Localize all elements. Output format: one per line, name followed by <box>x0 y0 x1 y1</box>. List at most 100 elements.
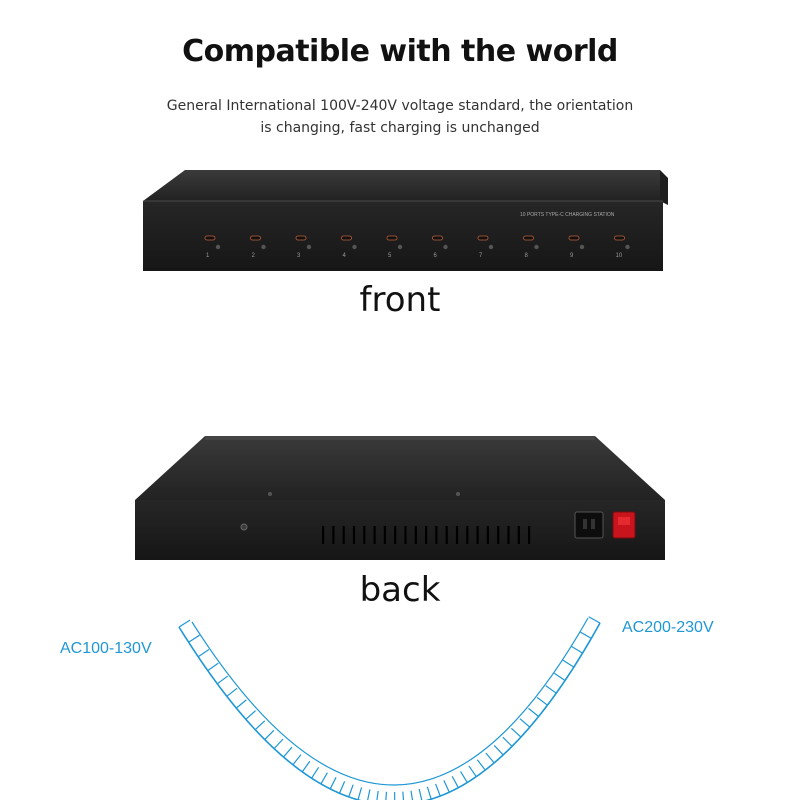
vent-slot <box>466 526 469 544</box>
port-number: 5 <box>388 253 392 259</box>
vent-slot <box>383 526 386 544</box>
vent-slot <box>435 526 438 544</box>
vent-slot <box>517 526 520 544</box>
arc-tick <box>348 784 354 798</box>
subtitle-line-1: General International 100V-240V voltage … <box>166 98 634 114</box>
vent-slot <box>507 526 510 544</box>
usb-c-port: 8 <box>523 235 539 259</box>
vent-slot <box>528 526 531 544</box>
vent-slot <box>455 526 459 544</box>
port-number: 9 <box>570 253 574 259</box>
arc-tick <box>197 649 210 658</box>
vent-slot <box>425 526 428 544</box>
ac-power-inlet <box>574 511 604 539</box>
vent-slot <box>497 526 500 544</box>
arc-tick <box>510 727 522 738</box>
usb-c-port: 5 <box>386 235 403 259</box>
front-caption: front <box>359 280 441 320</box>
front-panel-label: 10 PORTS TYPE-C CHARGING STATION <box>520 212 615 218</box>
arc-tick <box>264 729 275 740</box>
page-title: Compatible with the world <box>182 34 618 69</box>
arc-tick <box>460 771 468 783</box>
port-number: 8 <box>525 253 529 259</box>
arc-tick <box>579 631 592 639</box>
port-number: 3 <box>297 253 301 259</box>
arc-tick <box>367 789 371 800</box>
back-device <box>135 436 665 560</box>
arc-tick <box>493 745 504 756</box>
port-number: 4 <box>343 253 347 259</box>
arc-tick <box>178 619 191 628</box>
arc-tick <box>329 777 337 790</box>
arc-tick <box>207 662 219 672</box>
usb-c-port: 1 <box>204 235 221 259</box>
port-number: 2 <box>252 253 256 259</box>
back-caption: back <box>359 570 441 610</box>
usb-c-port: 3 <box>295 235 312 259</box>
arc-tick <box>528 707 540 717</box>
arc-tick <box>385 791 388 800</box>
arc-tick <box>485 752 495 764</box>
arc-tick <box>292 754 302 766</box>
vent-slot <box>363 526 366 544</box>
vent-slot <box>352 526 356 544</box>
vent-slot <box>342 526 345 544</box>
arc-tick <box>235 699 247 709</box>
arc-tick <box>443 780 450 793</box>
vent-slot <box>476 526 479 544</box>
usb-c-port: 10 <box>614 235 630 259</box>
arc-tick <box>426 786 432 800</box>
arc-tick <box>402 791 405 800</box>
ground-screw <box>240 523 248 531</box>
arc-tick <box>553 672 566 682</box>
vent-slot <box>486 526 489 544</box>
arc-tick <box>502 736 513 747</box>
vent-slot <box>414 526 417 544</box>
arc-tick <box>588 616 601 624</box>
arc-tick <box>545 685 557 694</box>
arc-tick <box>562 659 575 668</box>
port-number: 7 <box>479 253 483 259</box>
arc-tick <box>338 781 346 794</box>
vent-slot <box>404 526 407 544</box>
arc-tick <box>376 790 379 800</box>
arc-tick <box>273 738 284 750</box>
vent-slot <box>322 526 325 544</box>
vent-slot <box>332 526 335 544</box>
arc-tick <box>418 788 423 800</box>
usb-c-port: 6 <box>432 235 448 259</box>
vent-slot <box>445 526 448 544</box>
arc-tick <box>254 720 266 731</box>
usb-c-port: 2 <box>250 235 266 259</box>
voltage-label-left: AC100-130V <box>60 640 152 657</box>
arc-tick <box>283 746 293 758</box>
arc-tick <box>519 718 531 728</box>
arc-tick <box>301 760 311 773</box>
arc-tick <box>188 634 200 643</box>
usb-c-port: 9 <box>568 235 585 259</box>
arc-tick <box>468 765 477 777</box>
arc-tick <box>536 696 548 706</box>
vent-slot <box>373 526 376 544</box>
back-vent-grille <box>322 526 531 544</box>
subtitle: General International 100V-240V voltage … <box>100 95 700 139</box>
arc-tick <box>216 675 229 685</box>
voltage-arc <box>178 616 601 800</box>
arc-tick <box>451 775 459 789</box>
port-number: 10 <box>616 253 623 259</box>
arc-tick <box>311 766 320 779</box>
usb-c-port: 4 <box>341 235 357 259</box>
arc-tick <box>245 710 256 720</box>
arc-tick <box>320 772 328 785</box>
front-port-row: 1 2 3 4 5 6 7 8 9 10 <box>204 235 630 259</box>
subtitle-line-2: is changing, fast charging is unchanged <box>260 120 540 136</box>
arc-tick <box>476 759 486 771</box>
arc-tick <box>435 783 441 797</box>
arc-tick <box>571 645 583 654</box>
front-device: 10 PORTS TYPE-C CHARGING STATION 1 2 3 4 5 6 7… <box>143 170 668 271</box>
usb-c-port: 7 <box>477 235 494 259</box>
voltage-label-right: AC200-230V <box>622 619 714 636</box>
port-number: 6 <box>434 253 438 259</box>
vent-slot <box>394 526 397 544</box>
